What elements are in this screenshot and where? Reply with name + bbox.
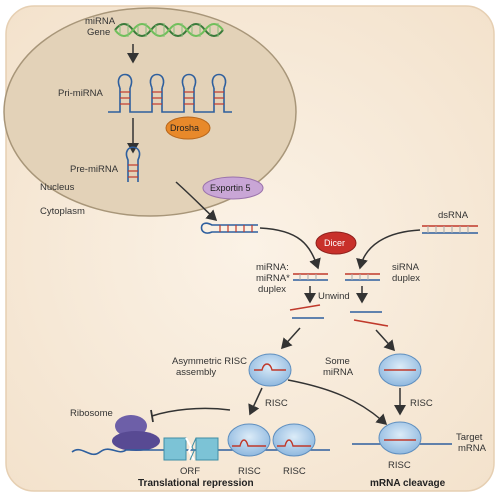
label-mirna-duplex-3: duplex (258, 284, 286, 295)
risc-bottom-1 (227, 423, 271, 457)
label-dicer: Dicer (324, 238, 345, 248)
arrow-risc-left-down (248, 387, 263, 416)
label-dsrna: dsRNA (438, 210, 469, 221)
label-risc-left: RISC (265, 398, 288, 409)
label-pri-mirna: Pri-miRNA (58, 88, 104, 99)
label-mirna-duplex-2: miRNA* (256, 273, 290, 284)
mirna-duplex-icon (293, 273, 328, 281)
pri-mirna-icon (108, 73, 232, 113)
exportin-5 (202, 176, 264, 200)
risc-bottom-3 (378, 421, 422, 455)
pre-mirna-icon (125, 146, 141, 182)
label-orf: ORF (180, 466, 200, 477)
dsrna-icon (422, 225, 478, 234)
label-asymmetric-1: Asymmetric RISC (172, 356, 247, 367)
risc-bottom-2 (272, 423, 316, 457)
inhibition-line (151, 407, 231, 417)
cytoplasm-pre-mirna-icon (200, 222, 258, 234)
arrow-to-risc-right (375, 329, 396, 352)
label-ribosome: Ribosome (70, 408, 113, 419)
label-mirna-gene-1: miRNA (85, 16, 116, 27)
label-risc-bottom-2: RISC (283, 466, 306, 477)
label-target-2: mRNA (458, 443, 487, 454)
label-sirna-duplex-1: siRNA (392, 262, 420, 273)
title-mrna-cleavage: mRNA cleavage (370, 478, 446, 489)
label-sirna-duplex-2: duplex (392, 273, 420, 284)
unwound-strands-icon (289, 304, 389, 327)
dicer-enzyme (315, 231, 357, 255)
title-translational-repression: Translational repression (138, 478, 254, 489)
label-unwind: Unwind (318, 291, 350, 302)
ribosome-icon (112, 415, 160, 451)
risc-complex-left (248, 353, 292, 387)
label-risc-bottom-1: RISC (238, 466, 261, 477)
arrow-pre-to-dicer (259, 227, 321, 270)
label-asymmetric-2: assembly (176, 367, 216, 378)
dna-helix-icon (114, 23, 224, 37)
label-some-mirna-2: miRNA (323, 367, 354, 378)
label-mirna-gene-2: Gene (87, 27, 110, 38)
label-risc-right: RISC (410, 398, 433, 409)
arrow-some-mirna-cleavage (287, 379, 388, 426)
label-mirna-duplex-1: miRNA: (256, 262, 289, 273)
arrow-export (175, 181, 218, 222)
label-nucleus: Nucleus (40, 182, 75, 193)
label-exportin: Exportin 5 (210, 183, 251, 193)
inhibition-bar (150, 409, 154, 423)
orf-block (163, 437, 219, 461)
label-cytoplasm: Cytoplasm (40, 206, 85, 217)
mrna-left (71, 448, 330, 456)
label-risc-bottom-3: RISC (388, 460, 411, 471)
risc-complex-right (378, 353, 422, 387)
label-pre-mirna: Pre-miRNA (70, 164, 119, 175)
label-target-1: Target (456, 432, 483, 443)
arrow-dsrna-to-dicer (356, 229, 421, 270)
label-drosha: Drosha (170, 123, 199, 133)
drosha-enzyme (165, 116, 211, 140)
label-some-mirna-1: Some (325, 356, 350, 367)
arrow-to-risc-left (280, 327, 301, 350)
sirna-duplex-icon (345, 273, 380, 281)
